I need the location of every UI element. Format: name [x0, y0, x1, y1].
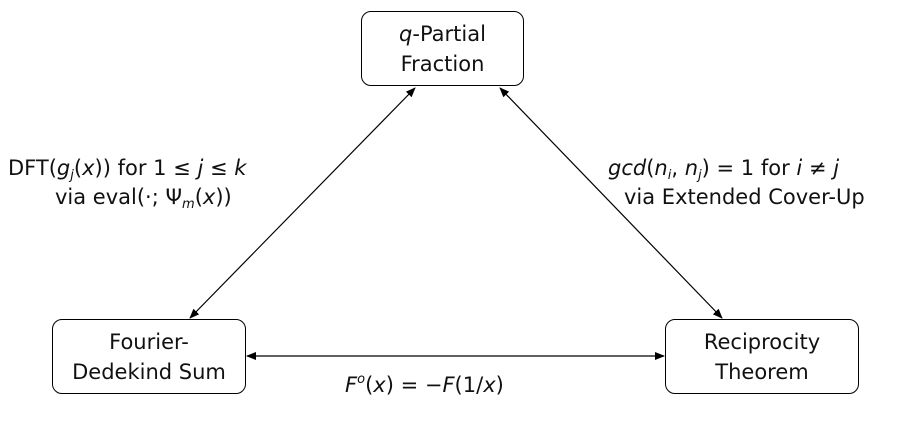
edge-label-right-line1: gcd(ni, nj) = 1 for i ≠ j [608, 156, 840, 183]
edge-label-right-line2: via Extended Cover-Up [624, 185, 865, 209]
edge-label-left-line2: via eval(·; Ψm(x)) [55, 185, 232, 212]
node-left-line1: Fourier- [109, 329, 189, 354]
arrow-top-left [189, 87, 416, 319]
node-left-line2: Dedekind Sum [72, 359, 226, 384]
node-reciprocity-theorem: Reciprocity Theorem [665, 319, 859, 394]
edge-label-left-line1: DFT(gj(x)) for 1 ≤ j ≤ k [8, 156, 247, 183]
node-top-line2: Fraction [400, 51, 485, 76]
node-fourier-dedekind-sum: Fourier- Dedekind Sum [52, 319, 246, 394]
node-top-line1: q-Partial [399, 21, 486, 46]
arrow-top-right [499, 87, 723, 319]
node-q-partial-fraction: q-Partial Fraction [361, 11, 524, 86]
node-right-line2: Theorem [715, 359, 809, 384]
node-right-line1: Reciprocity [703, 329, 821, 354]
edge-label-bottom: Fo(x) = −F(1/x) [345, 372, 504, 397]
